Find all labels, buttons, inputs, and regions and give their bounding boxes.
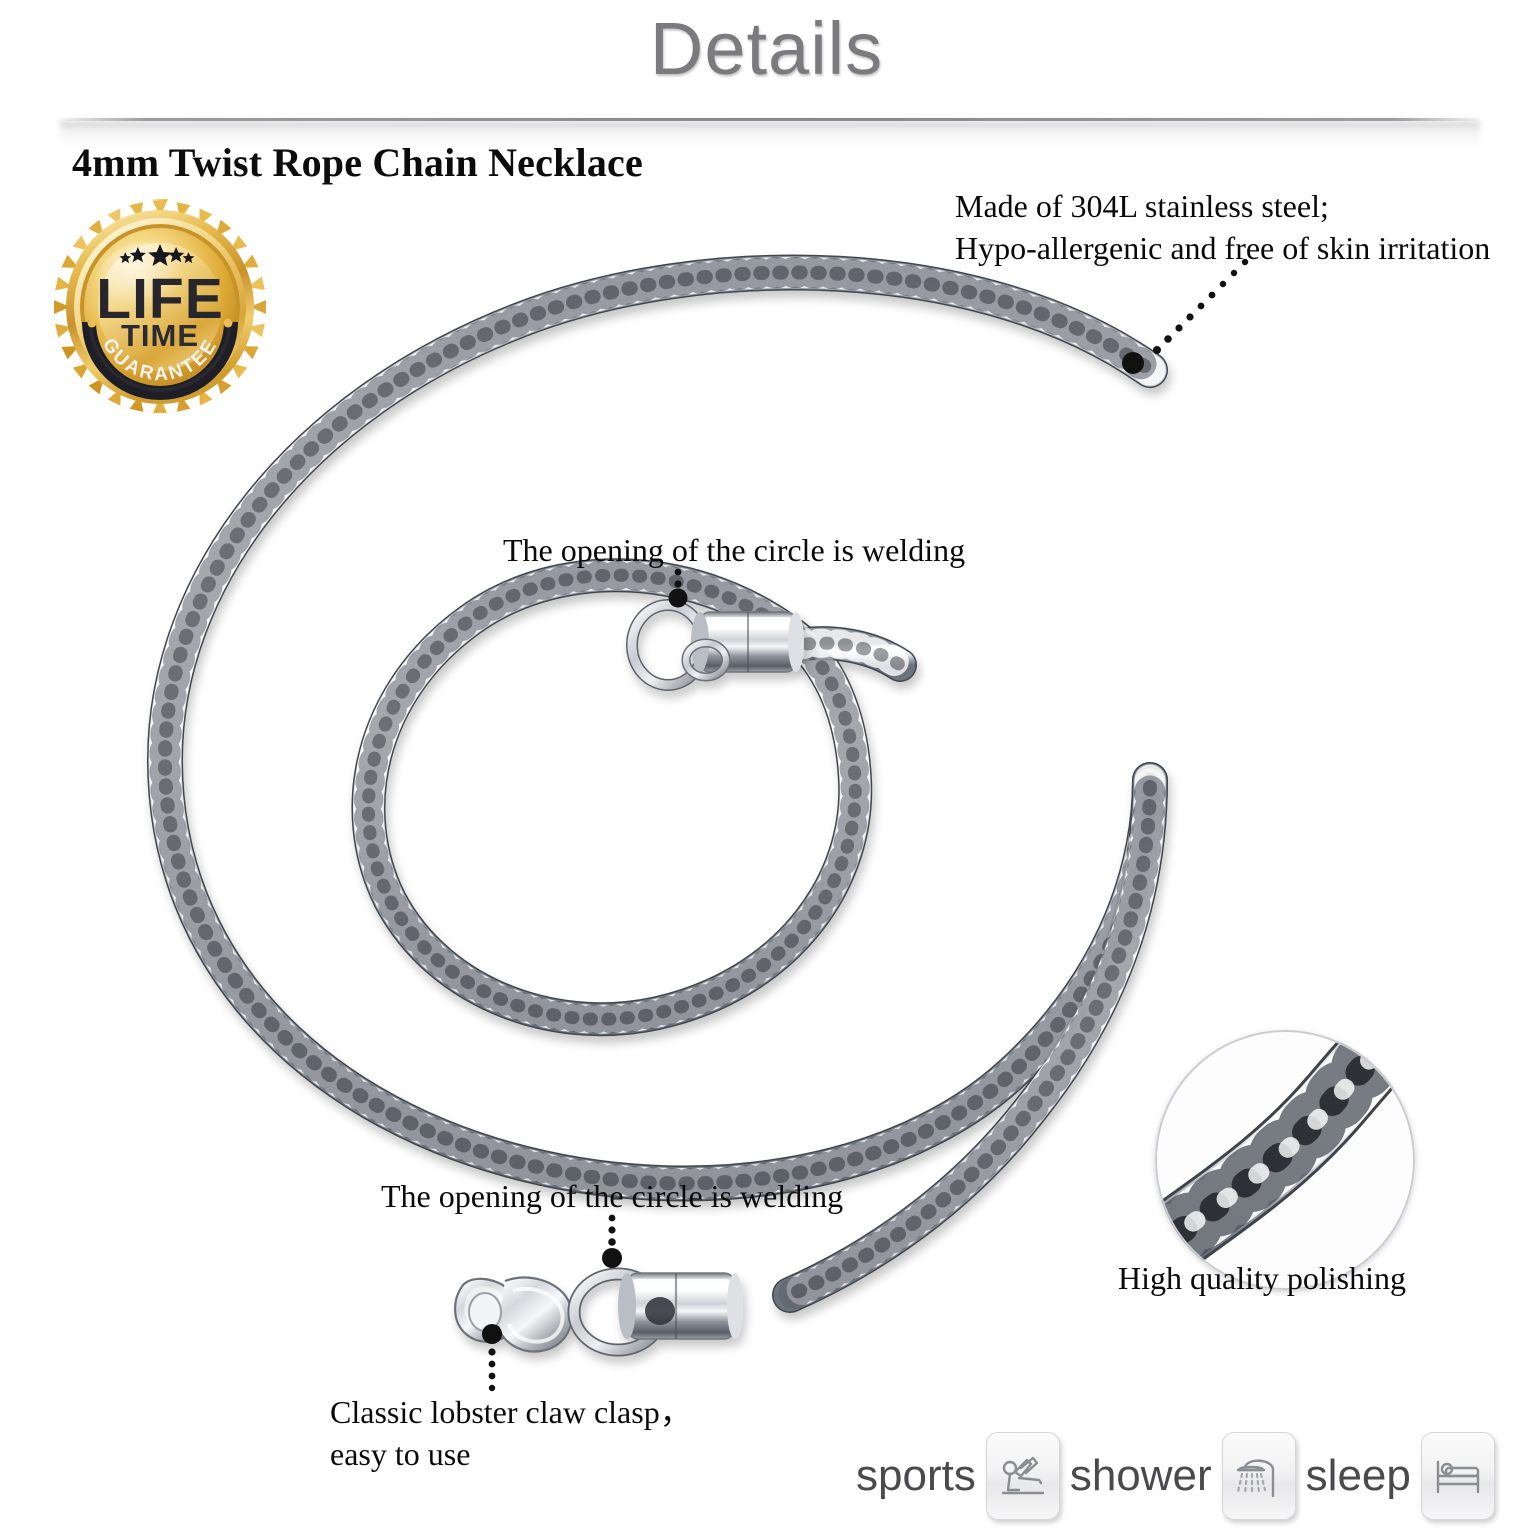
upper-end-cap-assembly <box>626 599 804 691</box>
chain-stub-upper <box>783 626 917 682</box>
activity-label-shower: shower <box>1069 1451 1212 1500</box>
chain-inner-loop <box>351 558 873 1037</box>
chain-body <box>146 254 1168 1313</box>
polish-magnifier-circle <box>1155 1030 1415 1290</box>
upper-end-cap <box>691 611 804 673</box>
lobster-clasp-assembly <box>454 1267 743 1357</box>
product-title: 4mm Twist Rope Chain Necklace <box>72 140 643 185</box>
leader-clasp <box>482 1324 502 1392</box>
chain-twist-ridges <box>149 257 1166 1311</box>
leader-material <box>1122 258 1249 374</box>
header-divider-shadow <box>60 121 1480 147</box>
lower-end-cap <box>618 1272 743 1340</box>
lower-jump-ring <box>567 1267 669 1357</box>
shower-icon <box>1221 1432 1296 1520</box>
annotation-material: Made of 304L stainless steel; Hypo-aller… <box>955 188 1491 266</box>
lobster-claw <box>454 1276 573 1353</box>
page-title: Details <box>649 7 884 90</box>
annotation-welding-bottom: The opening of the circle is welding <box>381 1178 844 1214</box>
leader-welding-bottom <box>602 1214 622 1268</box>
header-divider <box>60 118 1480 121</box>
badge-time-text: TIME <box>121 318 199 353</box>
chain-outer-loop <box>146 254 1168 1202</box>
page-header: Details <box>0 0 1533 147</box>
sports-icon <box>985 1432 1060 1520</box>
leader-welding-top <box>668 568 688 608</box>
activity-label-sleep: sleep <box>1305 1451 1411 1500</box>
sleep-icon <box>1420 1432 1495 1520</box>
leader-lines <box>482 258 1249 1392</box>
chain-tail-right <box>772 762 1168 1313</box>
annotation-polishing: High quality polishing <box>1118 1260 1406 1296</box>
lifetime-guarantee-badge: LIFE TIME GUARANTEE <box>52 196 268 418</box>
activity-label-sports: sports <box>856 1451 976 1500</box>
annotation-welding-top: The opening of the circle is welding <box>503 532 966 568</box>
activity-icons-row: sports shower <box>856 1432 1495 1520</box>
upper-jump-ring <box>626 599 710 691</box>
annotation-clasp: Classic lobster claw clasp， easy to use <box>330 1394 692 1472</box>
